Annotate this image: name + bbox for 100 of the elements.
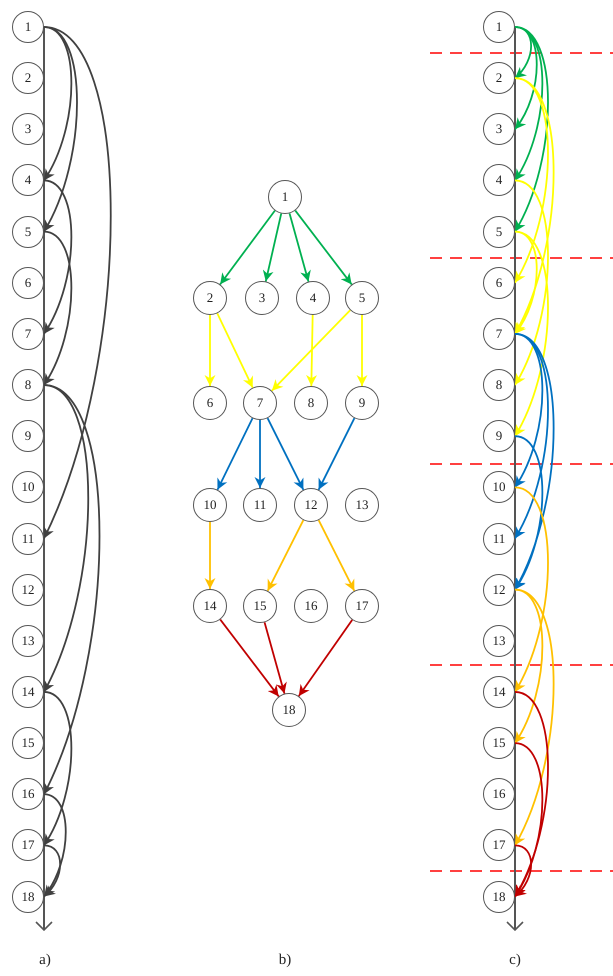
node-circle: 6 [12,266,44,299]
arrow [356,315,368,386]
arrow [514,486,549,692]
arrow [43,384,100,795]
node-circle: 12 [12,574,44,606]
node-circle: 8 [294,386,328,420]
node-circle: 8 [12,369,44,402]
arrow [254,420,266,488]
node-circle: 5 [345,281,379,315]
arrow [514,26,544,181]
arrow [514,26,538,130]
panel-label: c) [509,952,521,969]
node-circle: 18 [12,880,44,913]
arrow [288,213,311,282]
node-circle: 10 [193,488,227,522]
node-circle: 14 [12,676,44,708]
arrow [514,333,544,488]
node-circle: 14 [193,589,227,623]
node-circle: 12 [294,488,328,522]
node-circle: 9 [483,420,515,452]
node-circle: 13 [345,488,379,522]
node-circle: 2 [12,62,44,94]
arrow [514,77,549,284]
arrow [43,844,61,898]
arrow [266,520,304,592]
arrow [514,230,549,437]
node-circle: 5 [12,216,44,248]
arrow [219,210,276,285]
node-circle: 2 [483,62,515,94]
node-circle: 9 [12,420,44,452]
arrow [266,418,304,490]
node-circle: 4 [296,281,330,315]
node-circle: 3 [245,281,279,315]
arrow [271,310,351,392]
node-circle: 1 [268,180,302,214]
node-circle: 13 [483,624,515,657]
node-circle: 10 [12,471,44,504]
arrow [514,588,544,744]
node-circle: 17 [12,829,44,862]
node-circle: 10 [483,471,515,504]
arrow [43,26,72,181]
arrow [216,418,254,490]
node-circle: 3 [12,113,44,146]
arrow [43,180,72,334]
node-circle: 6 [483,266,515,299]
arrow [514,844,532,898]
node-circle: 15 [243,589,277,623]
arrow [514,180,549,386]
arrow [216,312,254,388]
arrow [43,230,72,386]
node-circle: 11 [243,488,277,522]
arrow [43,26,112,539]
node-circle: 5 [483,216,515,248]
node-circle: 15 [12,727,44,760]
arrow [43,26,78,232]
node-circle: 2 [193,281,227,315]
node-circle: 1 [483,11,515,43]
arrow [204,315,216,386]
arrow [514,333,549,539]
arrow [43,793,67,898]
node-circle: 9 [345,386,379,420]
panel-label: b) [278,952,292,969]
node-circle: 18 [483,880,515,913]
node-circle: 17 [345,589,379,623]
arrow [318,520,356,592]
node-circle: 4 [12,164,44,196]
node-circle: 16 [483,778,515,810]
node-circle: 16 [12,778,44,810]
arrow [298,619,353,697]
arrow [514,435,544,590]
node-circle: 12 [483,574,515,606]
node-circle: 11 [12,522,44,554]
arrow [514,26,549,232]
arrow [262,213,282,282]
arrow [204,522,216,589]
node-circle: 13 [12,624,44,657]
node-circle: 7 [483,318,515,350]
node-circle: 17 [483,829,515,862]
node-circle: 3 [483,113,515,146]
arrow [294,210,352,286]
arrow [514,77,554,334]
node-circle: 1 [12,11,44,43]
node-circle: 7 [243,386,277,420]
node-circle: 16 [294,589,328,623]
arrow [306,314,318,386]
arrow [514,588,554,846]
arrow [514,333,554,590]
node-circle: 14 [483,676,515,708]
arrow [514,230,538,334]
arrow [43,691,72,846]
node-circle: 15 [483,727,515,760]
node-circle: 7 [12,318,44,350]
panel-label: a) [39,952,51,969]
node-circle: 4 [483,164,515,196]
node-circle: 18 [272,693,306,727]
arrow [220,619,280,697]
arrow [318,418,356,490]
node-circle: 6 [193,386,227,420]
node-circle: 8 [483,369,515,402]
arrow [264,622,287,694]
